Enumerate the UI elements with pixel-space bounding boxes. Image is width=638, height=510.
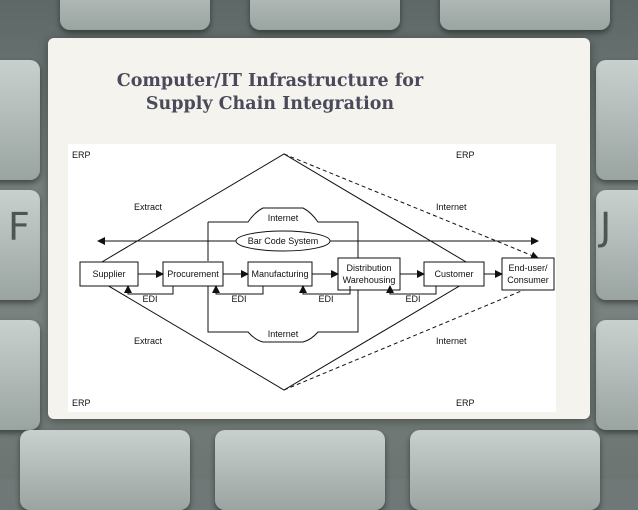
keyboard-key: [250, 0, 400, 30]
internet-label-top: Internet: [268, 213, 299, 223]
extract-label-bottom: Extract: [134, 336, 163, 346]
erp-label-bottom-right: ERP: [456, 398, 475, 408]
slide-title-line-2: Supply Chain Integration: [48, 93, 492, 116]
erp-label-top-left: ERP: [72, 150, 91, 160]
key-label-j: J: [600, 205, 611, 249]
erp-label-top-right: ERP: [456, 150, 475, 160]
erp-label-bottom-left: ERP: [72, 398, 91, 408]
key-label-f: F: [8, 205, 30, 249]
internet-label-bottom: Internet: [268, 329, 299, 339]
slide: Computer/IT Infrastructure for Supply Ch…: [48, 38, 590, 419]
edi-label-3: EDI: [318, 294, 333, 304]
slide-title: Computer/IT Infrastructure for Supply Ch…: [48, 70, 492, 116]
distribution-label-2: Warehousing: [343, 275, 396, 285]
supply-chain-diagram: ERP ERP ERP ERP Extract Internet Extract…: [68, 144, 556, 412]
distribution-label-1: Distribution: [346, 263, 391, 273]
slide-title-line-1: Computer/IT Infrastructure for: [48, 70, 492, 93]
procurement-label: Procurement: [167, 269, 219, 279]
keyboard-key: [20, 430, 190, 510]
enduser-label-2: Consumer: [507, 275, 549, 285]
keyboard-key: [0, 320, 40, 430]
keyboard-key: [596, 60, 638, 180]
extract-label-top: Extract: [134, 202, 163, 212]
supplier-label: Supplier: [92, 269, 125, 279]
edi-loop-2: [216, 286, 263, 294]
internet-label-bottom-right: Internet: [436, 336, 467, 346]
enduser-label-1: End-user/: [508, 263, 548, 273]
edi-label-1: EDI: [142, 294, 157, 304]
edi-label-2: EDI: [231, 294, 246, 304]
customer-label: Customer: [434, 269, 473, 279]
bar-code-system-label: Bar Code System: [248, 236, 319, 246]
internet-label-top-right: Internet: [436, 202, 467, 212]
keyboard-key: [440, 0, 610, 30]
keyboard-key: [60, 0, 210, 30]
keyboard-key: [596, 320, 638, 430]
diagram-svg: ERP ERP ERP ERP Extract Internet Extract…: [68, 144, 556, 412]
edi-loop-1: [128, 286, 173, 294]
keyboard-key: [410, 430, 600, 510]
keyboard-key: [0, 60, 40, 180]
keyboard-key: [215, 430, 385, 510]
manufacturing-label: Manufacturing: [251, 269, 308, 279]
edi-label-4: EDI: [405, 294, 420, 304]
